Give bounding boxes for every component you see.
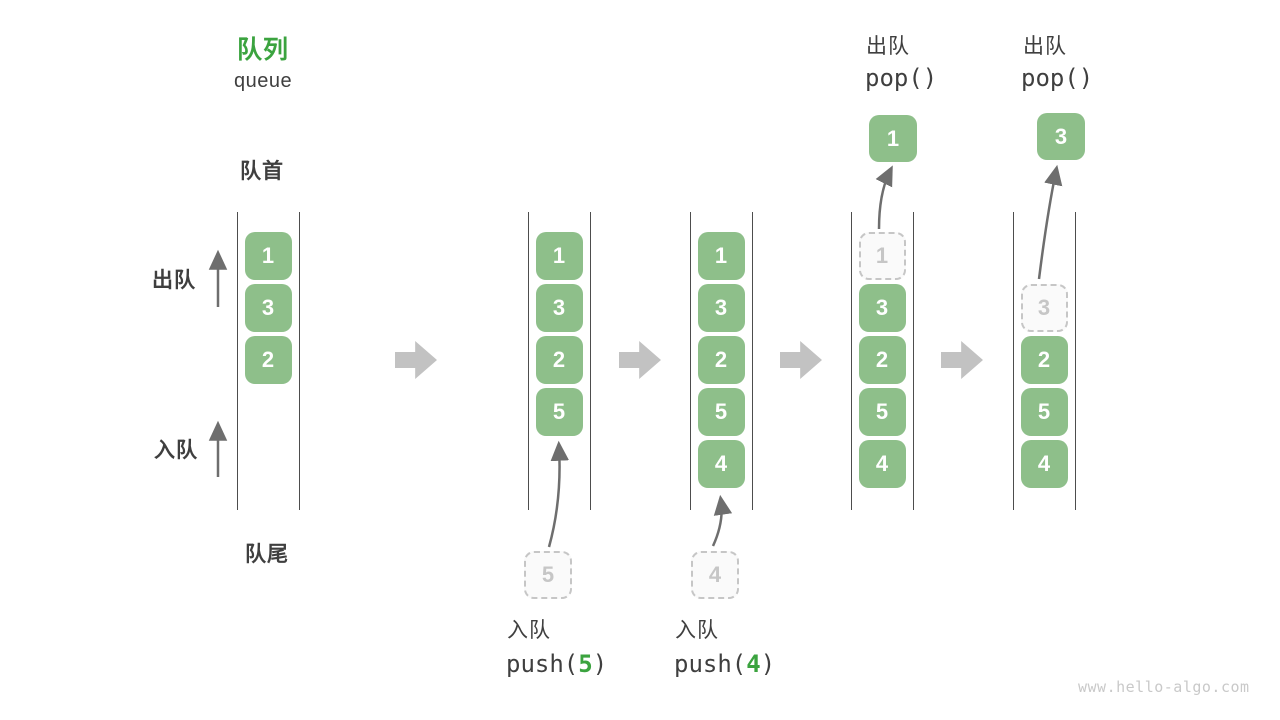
queue-state-after-push4: 1 3 2 5 4 bbox=[690, 212, 753, 510]
push4-code-arg: 4 bbox=[746, 650, 761, 678]
step-arrow-icon bbox=[780, 341, 822, 379]
staged-item-ghost-box: 4 bbox=[691, 551, 739, 599]
queue-item-box: 3 bbox=[697, 284, 745, 332]
push4-code-close: ) bbox=[760, 650, 776, 678]
pop1-op-label: 出队 bbox=[866, 35, 910, 58]
queue-state-after-pop1: 1 3 2 5 4 bbox=[851, 212, 914, 510]
enqueue-side-label: 入队 bbox=[154, 439, 198, 462]
step-arrow-icon bbox=[619, 341, 661, 379]
pop2-op-label: 出队 bbox=[1023, 35, 1067, 58]
diagram-title-zh: 队列 bbox=[237, 36, 290, 64]
queue-item-box: 3 bbox=[858, 284, 906, 332]
queue-item-box: 2 bbox=[535, 336, 583, 384]
queue-item-box: 1 bbox=[697, 232, 745, 280]
queue-item-box: 2 bbox=[697, 336, 745, 384]
popped-item-box: 3 bbox=[1037, 113, 1085, 160]
queue-rear-label: 队尾 bbox=[245, 543, 289, 566]
queue-item-ghost-box: 1 bbox=[858, 232, 906, 280]
step-arrow-icon bbox=[941, 341, 983, 379]
push4-code: push(4) bbox=[674, 650, 775, 678]
push5-op-label: 入队 bbox=[507, 619, 551, 642]
push5-code-arg: 5 bbox=[578, 650, 593, 678]
dequeue-side-label: 出队 bbox=[152, 269, 196, 292]
watermark: www.hello-algo.com bbox=[1078, 678, 1250, 696]
step-arrow-icon bbox=[395, 341, 437, 379]
queue-item-box: 3 bbox=[535, 284, 583, 332]
queue-item-box: 2 bbox=[1020, 336, 1068, 384]
queue-item-ghost-box: 3 bbox=[1020, 284, 1068, 332]
queue-item-box: 2 bbox=[244, 336, 292, 384]
push4-op-label: 入队 bbox=[675, 619, 719, 642]
queue-item-box: 1 bbox=[244, 232, 292, 280]
queue-item-box: 4 bbox=[858, 440, 906, 488]
pop2-code: pop() bbox=[1021, 64, 1094, 92]
push5-code: push(5) bbox=[506, 650, 607, 678]
queue-state-after-push5: 1 3 2 5 bbox=[528, 212, 591, 510]
popped-item-box: 1 bbox=[869, 115, 917, 162]
push4-code-fn: push( bbox=[674, 650, 747, 678]
queue-item-box: 3 bbox=[244, 284, 292, 332]
queue-item-box: 5 bbox=[858, 388, 906, 436]
push5-code-close: ) bbox=[592, 650, 608, 678]
push5-code-fn: push( bbox=[506, 650, 579, 678]
queue-item-box: 2 bbox=[858, 336, 906, 384]
queue-item-box: 5 bbox=[535, 388, 583, 436]
queue-item-box: 4 bbox=[1020, 440, 1068, 488]
queue-state-initial: 1 3 2 bbox=[237, 212, 300, 510]
queue-item-box: 5 bbox=[697, 388, 745, 436]
queue-item-box: 5 bbox=[1020, 388, 1068, 436]
queue-state-after-pop2: 3 2 5 4 bbox=[1013, 212, 1076, 510]
queue-front-label: 队首 bbox=[240, 160, 284, 183]
diagram-title-en: queue bbox=[234, 70, 293, 92]
staged-item-ghost-box: 5 bbox=[524, 551, 572, 599]
pop1-code: pop() bbox=[865, 64, 938, 92]
queue-item-box: 4 bbox=[697, 440, 745, 488]
queue-item-box: 1 bbox=[535, 232, 583, 280]
